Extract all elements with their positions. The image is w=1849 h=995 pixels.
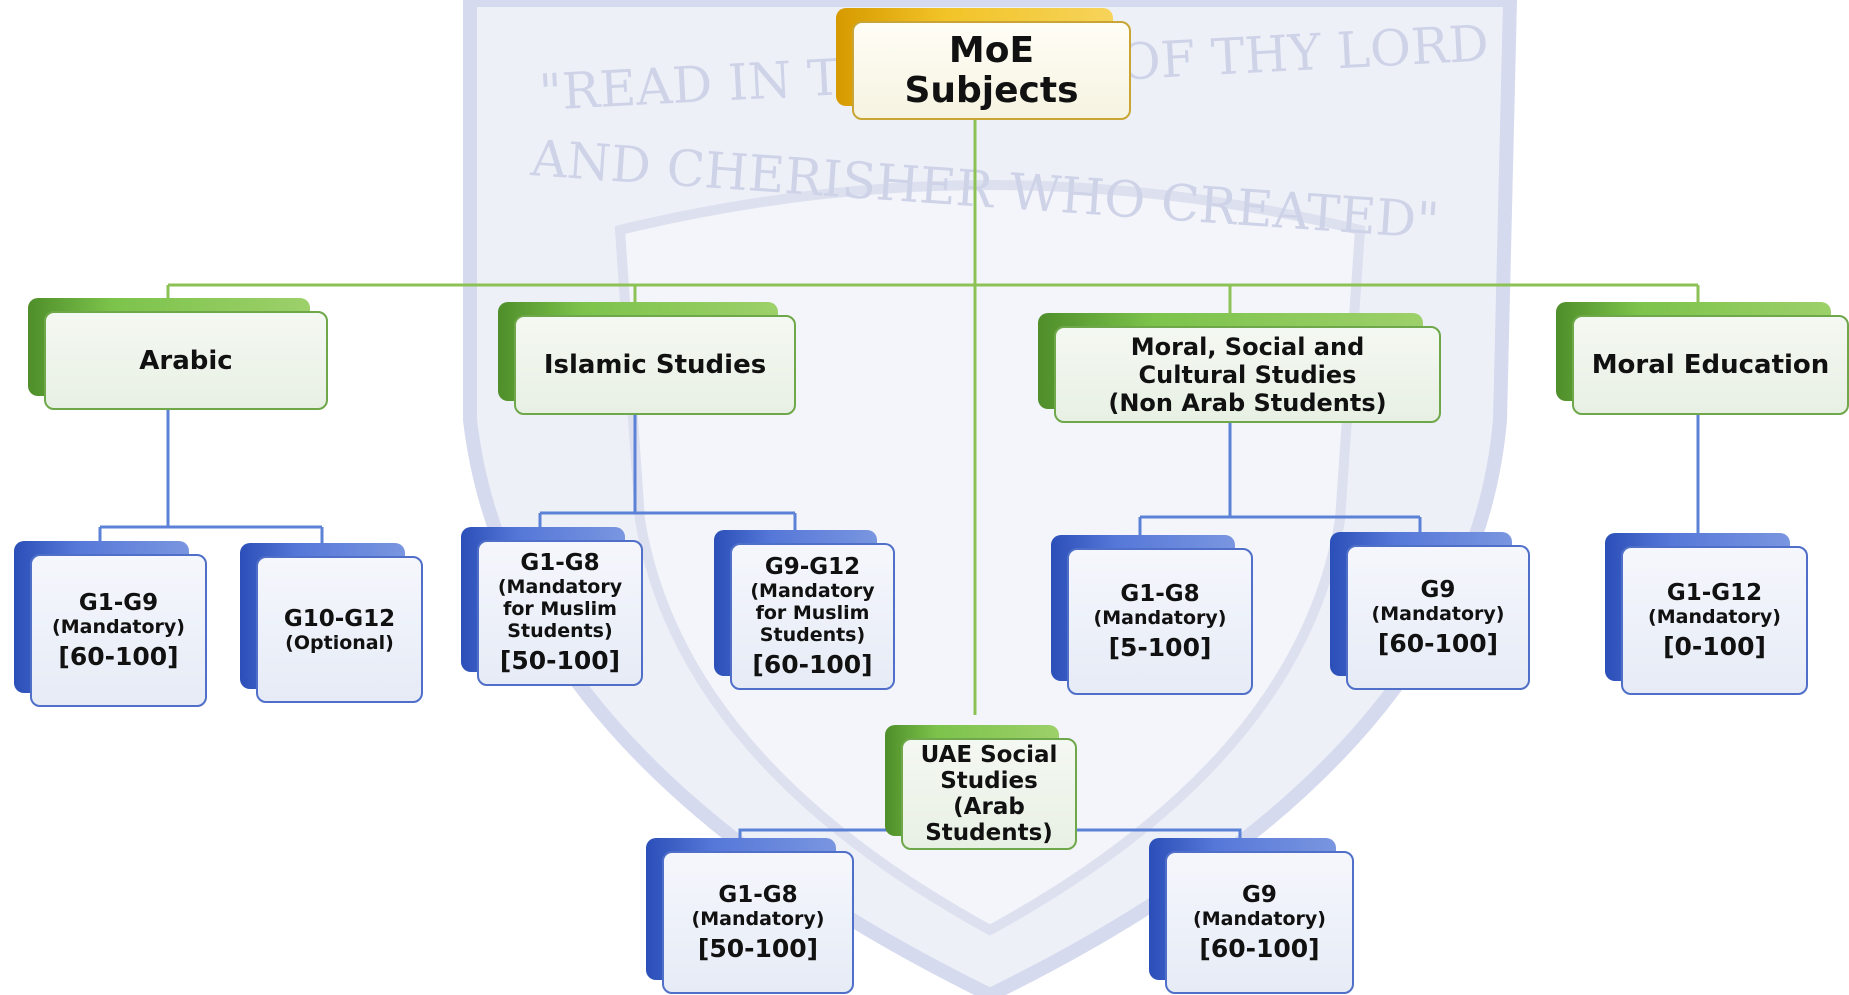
grade-box-arabic-g10-g12: G10-G12 (Optional) <box>240 543 423 703</box>
grade-box-uae-social-g1-g8: G1-G8 (Mandatory) [50-100] <box>646 838 854 994</box>
score-range: [60-100] <box>1199 933 1320 963</box>
grade-box-moral-social-g1-g8: G1-G8 (Mandatory) [5-100] <box>1051 535 1253 695</box>
grade-box-arabic-g1-g9: G1-G9 (Mandatory) [60-100] <box>14 541 207 707</box>
grade-note: (Mandatory) <box>1371 602 1505 625</box>
grade-label: G1-G12 <box>1666 579 1763 606</box>
grade-note: (Mandatory) <box>52 615 185 638</box>
grade-label: G1-G8 <box>1120 580 1200 607</box>
grade-label: G1-G8 <box>520 550 600 576</box>
subject-uae-social-studies: UAE Social Studies (Arab Students) <box>885 725 1077 850</box>
grade-note: (Mandatory) <box>691 907 825 930</box>
subject-moral-social-title-line-1: Moral, Social and <box>1130 332 1365 361</box>
grade-label: G1-G9 <box>78 589 159 616</box>
subject-arabic-title: Arabic <box>139 345 233 376</box>
score-range: [5-100] <box>1108 632 1212 662</box>
score-range: [50-100] <box>499 646 621 675</box>
grade-label: G1-G8 <box>718 881 798 908</box>
grade-label: G9 <box>1420 576 1456 603</box>
subject-uae-title-line-3: (Arab <box>953 794 1025 820</box>
score-range: [0-100] <box>1663 631 1766 661</box>
score-range: [50-100] <box>697 933 819 963</box>
subject-uae-title-line-2: Studies <box>940 768 1038 794</box>
grade-note: (Mandatory) <box>1648 605 1781 628</box>
score-range: [60-100] <box>752 649 873 679</box>
grade-note: (Mandatory) <box>1193 907 1326 930</box>
grade-note: (Mandatory for Muslim Students) <box>750 579 875 646</box>
root-title-line-1: MoE <box>948 29 1035 71</box>
subject-moral-social-title-line-3: (Non Arab Students) <box>1108 388 1387 417</box>
grade-box-uae-social-g9: G9 (Mandatory) [60-100] <box>1149 838 1354 994</box>
score-range: [60-100] <box>1377 628 1499 658</box>
grade-box-islamic-g9-g12: G9-G12 (Mandatory for Muslim Students) [… <box>714 530 895 690</box>
subject-arabic: Arabic <box>28 298 328 410</box>
score-range: [60-100] <box>58 641 179 671</box>
root-node: MoE Subjects <box>836 8 1131 120</box>
grade-label: G10-G12 <box>283 605 396 632</box>
subject-islamic-title: Islamic Studies <box>543 350 767 380</box>
grade-label: G9-G12 <box>764 553 861 580</box>
grade-box-moral-education-g1-g12: G1-G12 (Mandatory) [0-100] <box>1605 533 1808 695</box>
grade-note: (Mandatory for Muslim Students) <box>497 576 623 642</box>
subject-moral-education: Moral Education <box>1556 302 1849 415</box>
subject-moral-social-title-line-2: Cultural Studies <box>1138 360 1357 389</box>
subject-uae-title-line-4: Students) <box>925 820 1053 846</box>
grade-box-islamic-g1-g8: G1-G8 (Mandatory for Muslim Students) [5… <box>461 527 643 686</box>
grade-note: (Optional) <box>285 631 394 654</box>
root-title-line-2: Subjects <box>904 69 1079 111</box>
arabic-grade-connectors <box>98 410 324 545</box>
subject-islamic-studies: Islamic Studies <box>498 302 796 415</box>
grade-note: (Mandatory) <box>1093 606 1227 629</box>
grade-label: G9 <box>1242 881 1277 908</box>
subject-moral-social-cultural: Moral, Social and Cultural Studies (Non … <box>1038 313 1441 423</box>
moral-social-grade-connectors <box>1138 420 1422 540</box>
islamic-grade-connectors <box>538 415 797 535</box>
subject-uae-title-line-1: UAE Social <box>920 742 1058 768</box>
subject-moral-education-title: Moral Education <box>1591 350 1830 380</box>
grade-box-moral-social-g9: G9 (Mandatory) [60-100] <box>1330 532 1530 690</box>
